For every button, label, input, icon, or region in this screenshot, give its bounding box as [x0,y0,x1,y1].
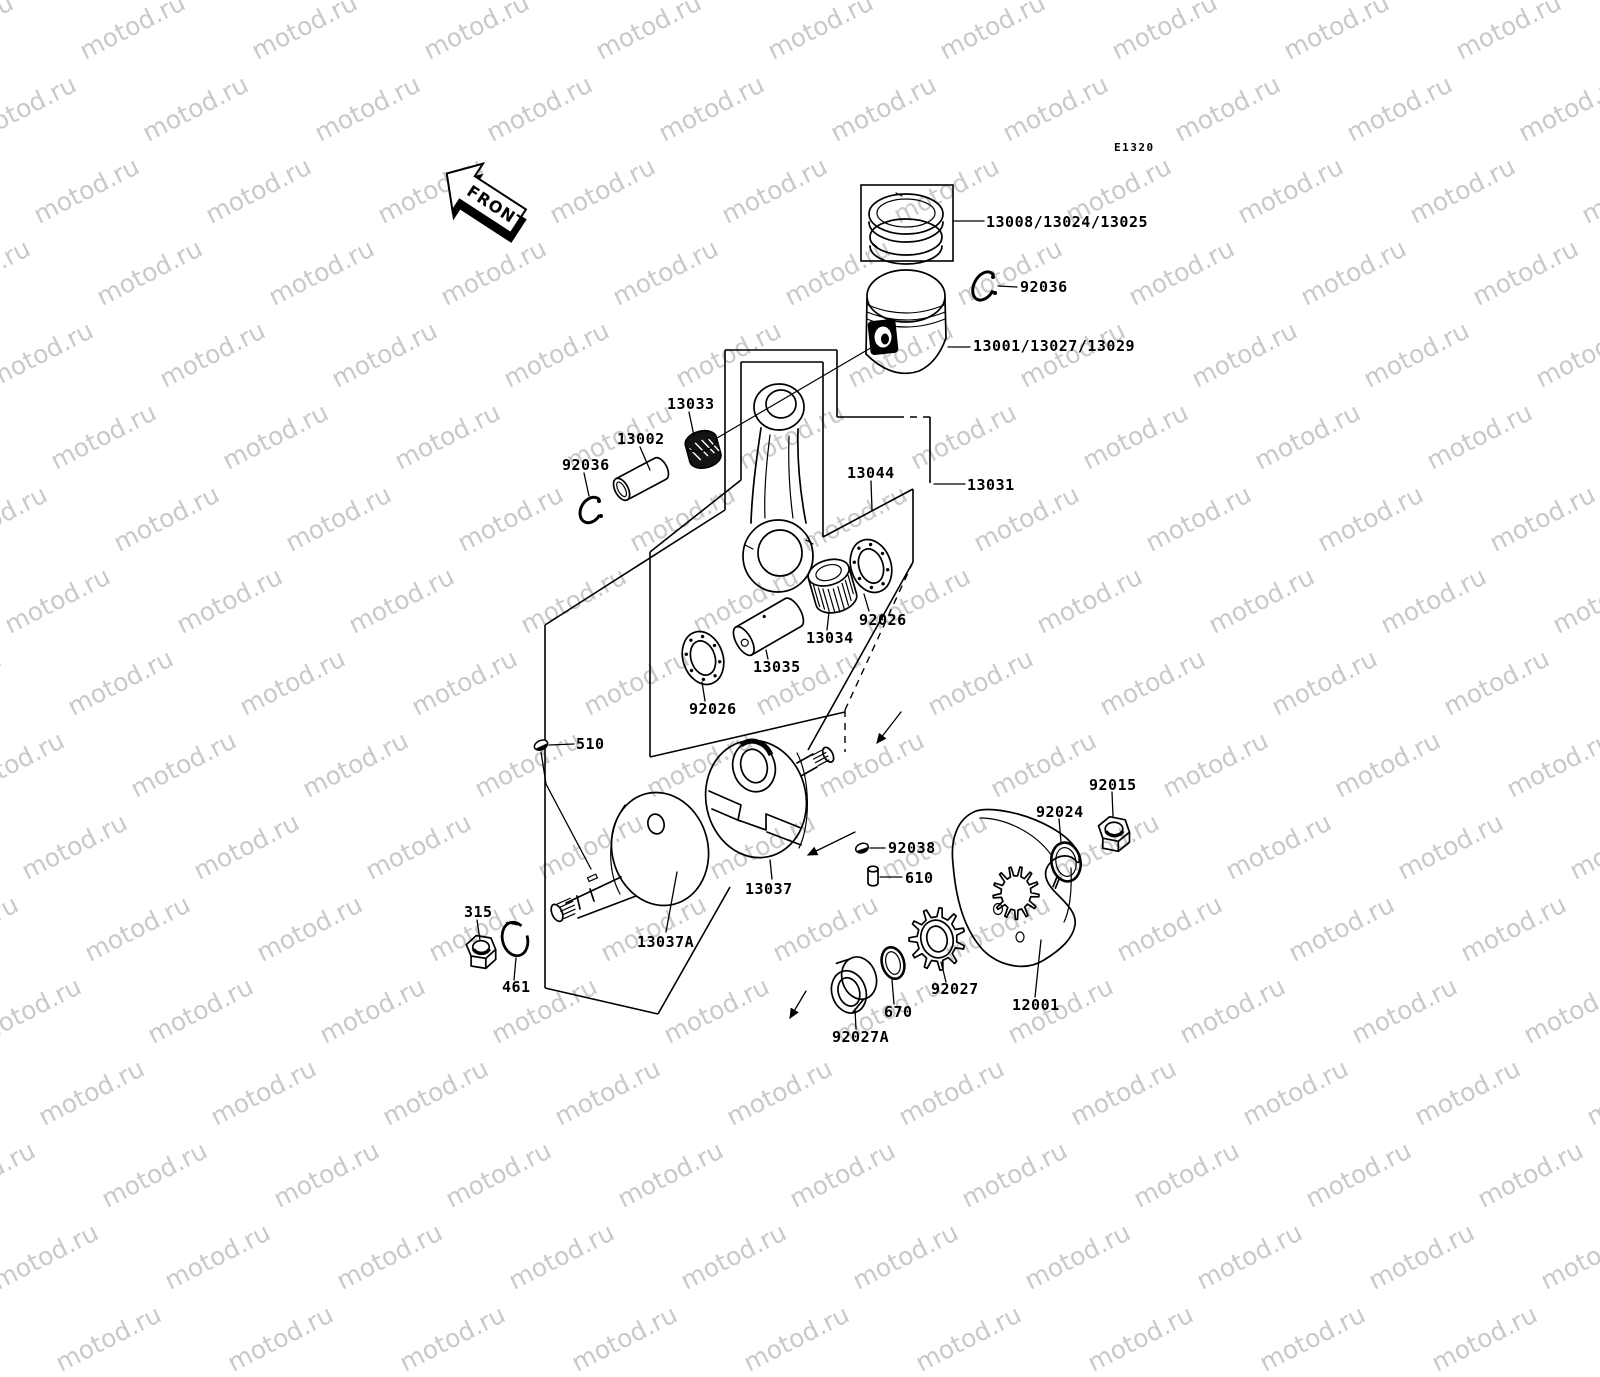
group-box-13044 [649,361,914,758]
part-label-big-end-kit: 13044 [847,464,895,482]
front-arrow-face [445,161,528,235]
crank-half-left [550,791,710,923]
part-label-crank-half-left: 13037A [637,933,694,951]
watermark-text: motod.ru [1082,1299,1199,1377]
watermark-text: motod.ru [222,1299,339,1377]
woodruff-key-510 [533,739,549,751]
front-arrow: FRONT [445,161,529,243]
part-label-connecting-rod: 13031 [967,476,1015,494]
watermark-text: motod.ru [1426,1299,1543,1377]
part-label-nut-92015: 92015 [1089,776,1137,794]
part-label-nut-315: 315 [464,903,493,921]
lock-washer-92024 [1050,841,1082,890]
big-end-bearing [807,558,858,614]
part-label-piston-pin: 13002 [617,430,665,448]
thrust-washer-right [849,538,893,594]
part-label-oring-670: 670 [884,1003,913,1021]
parts-diagram: FRONT E1320 [445,141,1155,1046]
leader-lines [476,220,1114,1030]
watermark-text: motod.ru [159,1217,276,1296]
watermark-text: motod.ru [0,1217,104,1296]
part-label-lock-washer-461: 461 [502,978,531,996]
piston-rings [860,184,954,265]
part-label-thrust-washer-left: 92026 [689,700,737,718]
lock-washer-461 [500,920,530,958]
sprocket [908,906,966,972]
small-end-bearing [684,429,722,470]
circlip-top [971,270,997,302]
part-label-piston: 13001/13027/13029 [973,337,1135,355]
part-label-thrust-washer-right: 92026 [859,611,907,629]
connecting-rod [742,383,814,593]
part-label-crank-pin: 13035 [753,658,801,676]
group-box-13031 [544,349,931,1015]
rotor-spline-hole [992,866,1040,921]
nut-92015 [1097,815,1131,853]
oring [880,945,906,981]
page-code: E1320 [1114,141,1155,154]
watermark-text: motod.ru [1254,1299,1371,1377]
part-label-woodruff-key-510: 510 [576,735,605,753]
watermark-text: motod.ru [910,1299,1027,1377]
watermark-text: motod.ru [503,1217,620,1296]
part-label-crank-half-right: 13037 [745,880,793,898]
crank-half-right [704,738,835,859]
assembly-arrows [789,711,902,1020]
part-label-sprocket-92027: 92027 [931,980,979,998]
nut-315 [465,934,497,970]
watermark-text: motod.ru [566,1299,683,1377]
thrust-washer-left [681,630,725,686]
dowel-pin-610 [867,865,879,887]
watermark-text: motod.ru [331,1217,448,1296]
circlip-left [578,495,604,525]
part-labels: 13008/13024/13025 92036 13001/13027/13029 1… [464,213,1148,1046]
woodruff-key-92038 [854,842,870,854]
watermark-text: motod.ru [1363,1217,1480,1296]
part-label-rotor-plate-12001: 12001 [1012,996,1060,1014]
crank-pin [732,597,805,657]
piston [865,269,947,375]
piston-pin [612,456,670,502]
watermark-text: motod.ru [847,1217,964,1296]
part-label-bushing-92027a: 92027A [832,1028,889,1046]
watermark-text: motod.ru [1019,1217,1136,1296]
part-label-big-end-bearing: 13034 [806,629,854,647]
piston-to-rod-line [699,345,875,449]
part-label-small-end-bearing: 13033 [667,395,715,413]
watermark-text: motod.ru [738,1299,855,1377]
watermark-text: motod.ru [1535,1217,1600,1296]
bushing [830,956,878,1014]
watermark-text: motod.ru [50,1299,167,1377]
rotor-plate [951,808,1081,968]
part-label-woodruff-key-92038: 92038 [888,839,936,857]
watermark-text: motod.ru [394,1299,511,1377]
part-label-circlip-left: 92036 [562,456,610,474]
part-label-dowel-pin-610: 610 [905,869,934,887]
watermark-text: motod.ru [1191,1217,1308,1296]
part-label-circlip-top: 92036 [1020,278,1068,296]
watermark-text: motod.ru [675,1217,792,1296]
part-label-lock-washer-92024: 92024 [1036,803,1084,821]
part-label-piston-rings: 13008/13024/13025 [986,213,1148,231]
